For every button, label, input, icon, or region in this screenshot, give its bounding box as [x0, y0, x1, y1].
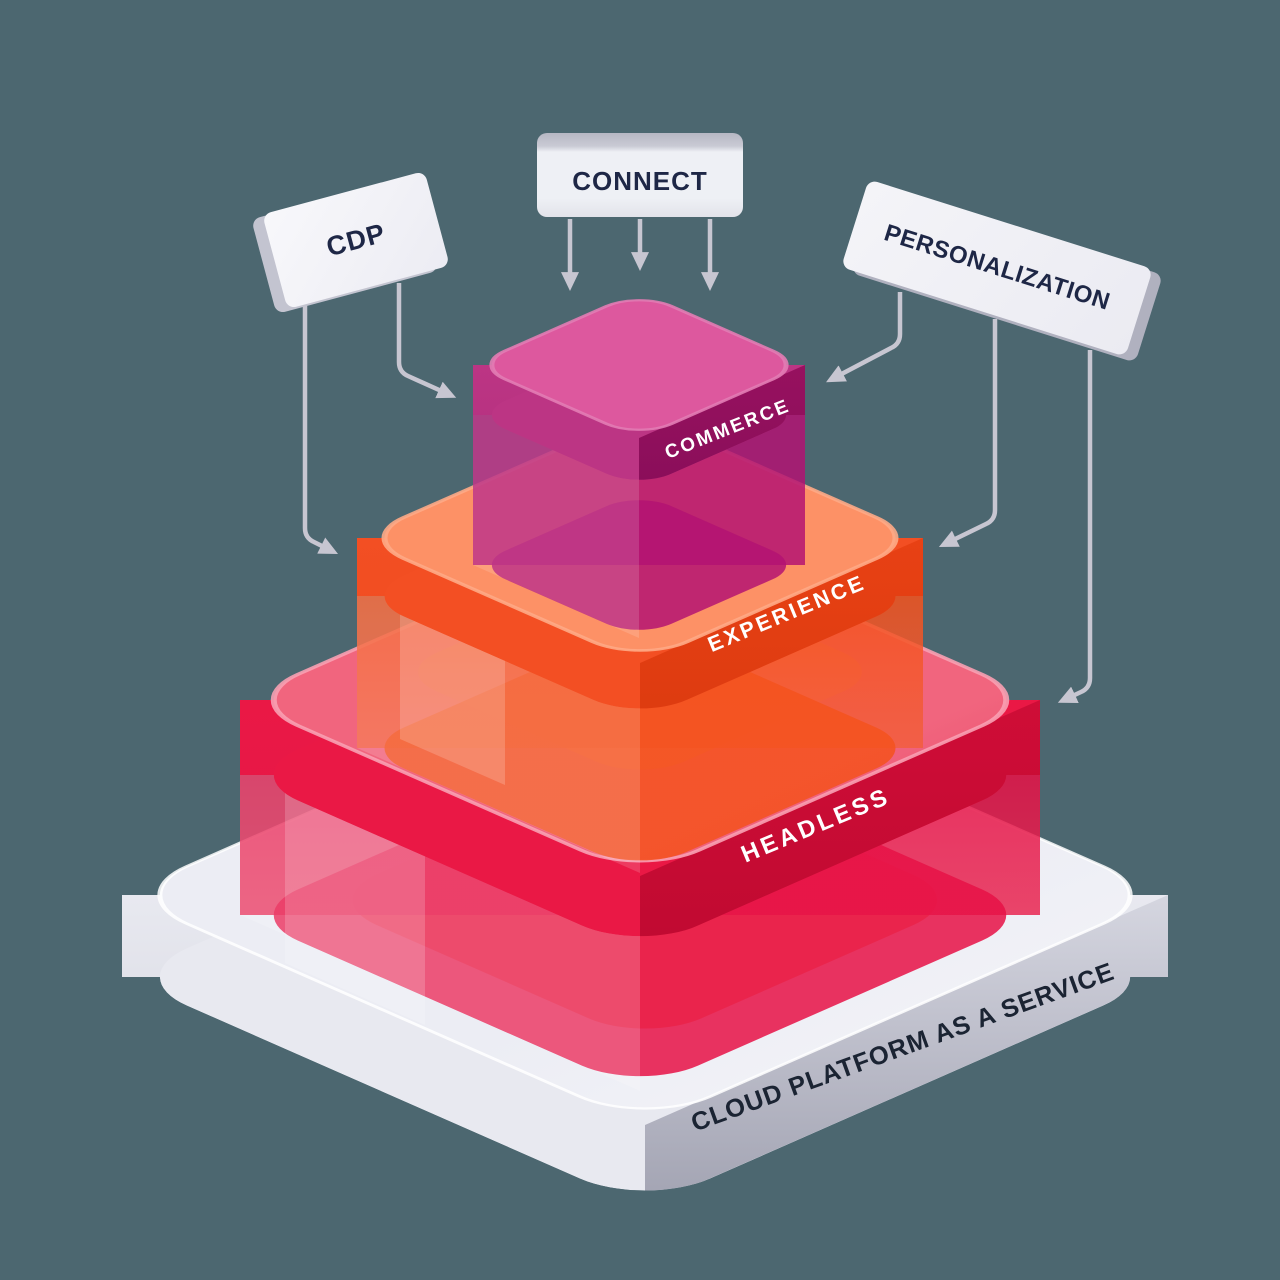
connector-arrows: [302, 219, 1093, 703]
cdp-arrow-to-experience: [302, 306, 339, 555]
commerce-layer-shape: [473, 299, 805, 638]
cdp-arrow-to-commerce: [396, 283, 457, 399]
personalization-arrow-to-experience: [938, 319, 998, 547]
cdp-card-label: CDP: [322, 217, 389, 262]
connect-card: CONNECT: [537, 133, 743, 217]
personalization-arrow-to-headless: [1057, 350, 1093, 703]
personalization-arrow-to-commerce: [826, 292, 903, 383]
connect-card-label: CONNECT: [572, 165, 708, 196]
